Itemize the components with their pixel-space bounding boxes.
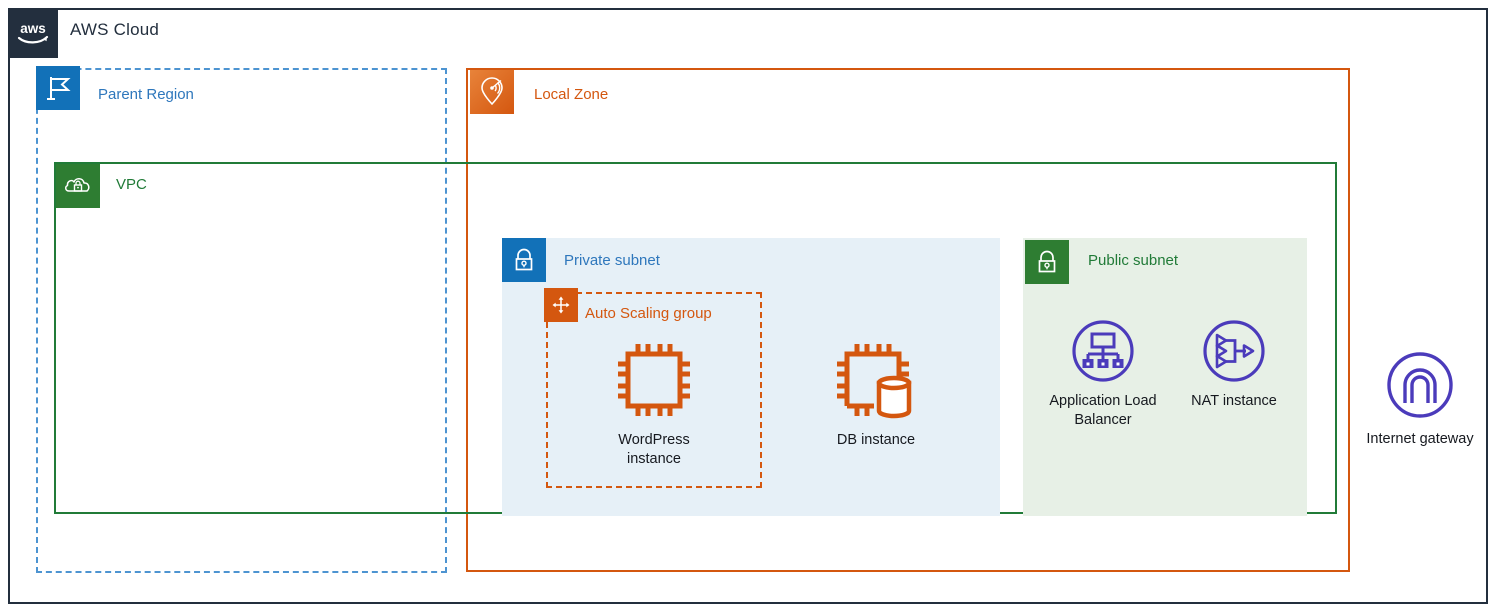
svg-text:aws: aws	[20, 21, 46, 36]
rds-chip-database-icon	[828, 335, 924, 425]
padlock-icon-private	[502, 238, 546, 282]
load-balancer-icon	[1070, 318, 1136, 384]
group-label-private-subnet: Private subnet	[564, 252, 660, 269]
node-db-instance[interactable]: DB instance	[806, 335, 946, 450]
node-application-load-balancer[interactable]: Application Load Balancer	[1038, 318, 1168, 429]
node-nat-instance[interactable]: NAT instance	[1176, 318, 1292, 411]
aws-cloud-boundary	[8, 8, 1488, 604]
group-private-subnet	[502, 238, 1000, 516]
node-label-db-instance: DB instance	[836, 432, 916, 448]
group-label-local-zone: Local Zone	[534, 86, 609, 103]
group-public-subnet	[1023, 238, 1307, 516]
internet-gateway-icon	[1385, 350, 1455, 420]
region-flag-icon	[36, 66, 80, 110]
node-internet-gateway[interactable]: Internet gateway	[1352, 350, 1488, 449]
group-label-vpc: VPC	[116, 176, 147, 193]
node-wordpress-instance[interactable]: WordPress instance	[588, 335, 720, 468]
local-zone-pin-icon	[470, 70, 514, 114]
auto-scaling-arrows-icon	[544, 288, 578, 322]
node-label-wordpress-instance: WordPress instance	[618, 432, 690, 467]
page-title: AWS Cloud	[70, 20, 160, 39]
node-label-internet-gateway: Internet gateway	[1366, 431, 1474, 447]
group-parent-region	[36, 68, 447, 573]
group-label-auto-scaling: Auto Scaling group	[585, 305, 712, 322]
group-label-public-subnet: Public subnet	[1088, 252, 1179, 269]
aws-logo-icon: aws	[8, 8, 58, 58]
ec2-chip-icon	[609, 335, 699, 425]
group-label-parent-region: Parent Region	[98, 86, 194, 103]
group-auto-scaling	[546, 292, 762, 488]
group-local-zone	[466, 68, 1350, 572]
nat-gateway-icon	[1201, 318, 1267, 384]
vpc-cloud-lock-icon	[56, 164, 100, 208]
padlock-icon-public	[1025, 240, 1069, 284]
node-label-nat-instance: NAT instance	[1191, 393, 1277, 409]
node-label-application-load-balancer: Application Load Balancer	[1049, 393, 1157, 428]
